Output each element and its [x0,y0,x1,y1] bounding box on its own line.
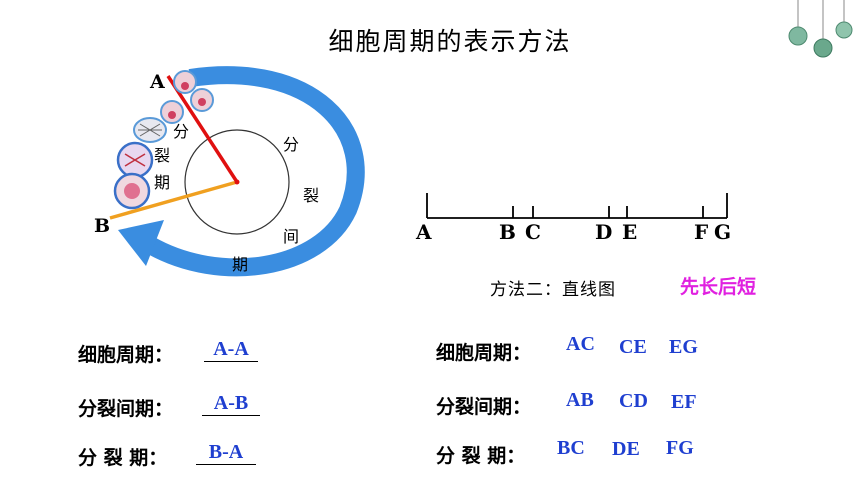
right-label-division: 分 裂 期： [436,445,526,467]
label-a: A [149,71,165,93]
interphase-char-4: 期 [232,255,248,274]
point-b: B [499,220,516,244]
right-answer-cycle-2: CE [619,336,647,358]
right-answer-division-2: DE [612,438,640,460]
point-c: C [525,220,541,244]
page-title: 细胞周期的表示方法 [328,27,572,56]
interphase-char-1: 分 [283,135,299,154]
point-f: F [694,220,708,244]
division-char-3: 期 [154,173,170,192]
dividing-cells-image [113,70,214,210]
left-label-division: 分 裂 期： [78,447,168,469]
point-d: D [595,220,612,244]
right-answer-interphase-3: EF [671,391,697,413]
radius-b-orange [109,180,238,220]
cell-cycle-circle-diagram: A B 分 裂 期 分 裂 间 期 [94,66,365,277]
right-label-interphase: 分裂间期： [436,396,532,418]
division-char-1: 分 [173,122,189,141]
division-char-2: 裂 [154,146,170,165]
right-answer-interphase-1: AB [566,389,594,411]
right-answer-cycle-3: EG [669,336,698,358]
line-diagram: A B C D E F G [415,193,731,244]
left-answer-cycle: A-A [204,338,258,362]
right-label-cycle: 细胞周期： [436,342,532,364]
left-label-interphase: 分裂间期： [78,398,174,420]
cycle-arrow [145,66,365,277]
right-answer-division-3: FG [666,437,694,459]
hanging-lamps-decoration [788,0,853,58]
cycle-arrowhead [118,220,164,266]
point-e: E [622,220,637,244]
left-answer-division: B-A [196,441,256,465]
interphase-char-3: 间 [283,227,299,246]
radius-a-red [166,75,239,183]
right-answer-interphase-2: CD [619,390,648,412]
rule-note: 先长后短 [680,276,757,298]
point-a: A [415,220,432,244]
left-label-cycle: 细胞周期： [78,344,174,366]
label-b: B [94,215,110,237]
right-answer-cycle-1: AC [566,333,595,355]
method-caption: 方法二：直线图 [490,280,616,300]
point-g: G [714,220,731,244]
left-answer-interphase: A-B [202,392,260,416]
right-answer-division-1: BC [557,437,585,459]
interphase-char-2: 裂 [303,186,319,205]
